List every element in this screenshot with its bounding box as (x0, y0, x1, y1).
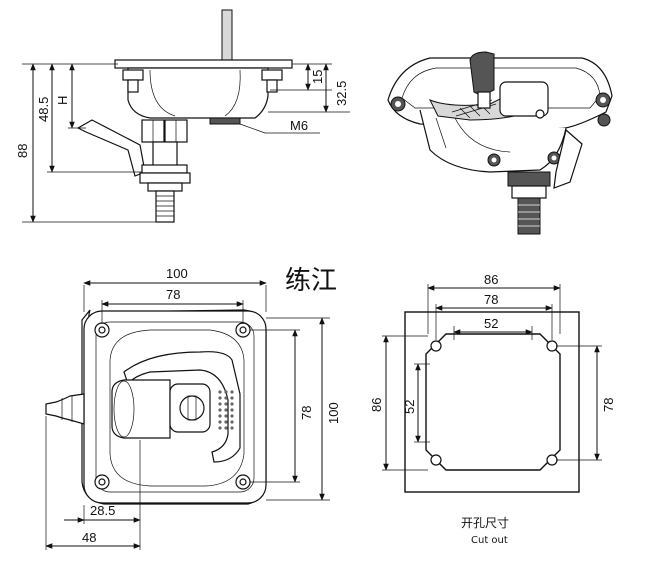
key-shaft (221, 9, 233, 63)
lock-nut (139, 172, 191, 184)
dim-cutout-hole-w: 78 (484, 292, 498, 307)
front-handle (123, 351, 241, 463)
dim-cutout-outer-w: 86 (484, 272, 498, 287)
cutout-hole-tl (430, 340, 442, 352)
latch-body (127, 67, 269, 119)
iso-nut (507, 171, 551, 187)
front-lever-stub (45, 393, 85, 425)
dim-front-width: 100 (166, 266, 188, 281)
iso-threaded-rod (517, 197, 541, 235)
dim-flange: 15 (310, 70, 325, 84)
dim-total-height: 88 (15, 144, 30, 158)
brand-label: 练江 (285, 266, 337, 296)
flange-screw-right (261, 69, 283, 93)
front-view: 100 78 78 100 28.5 48 (45, 266, 341, 550)
dim-h: H (55, 96, 70, 105)
iso-bracket (553, 128, 583, 189)
flange-screw-left (122, 69, 144, 93)
cutout-caption-cn: 开孔尺寸 (461, 516, 509, 530)
bracket-arm (76, 119, 146, 177)
cutout-hole-br (546, 454, 558, 466)
flange-plate (114, 59, 293, 69)
side-view: 88 48.5 H 15 32.5 M6 (15, 9, 350, 223)
dim-depth: 32.5 (334, 81, 349, 106)
dim-front-handle-offset: 28.5 (90, 503, 115, 518)
cutout-opening (425, 333, 561, 471)
dim-cutout-inner-h: 52 (402, 400, 417, 414)
iso-body (419, 109, 567, 173)
isometric-view (387, 51, 613, 235)
cutout-hole-bl (430, 454, 442, 466)
front-cylinder (111, 379, 171, 439)
front-keyhole (179, 395, 205, 421)
cutout-panel (404, 311, 580, 493)
dim-front-overall-left: 48 (82, 530, 96, 545)
dim-front-height: 100 (326, 402, 341, 424)
iso-cylinder (499, 81, 549, 117)
iso-key (469, 51, 495, 97)
cutout-caption-en: Cut out (471, 535, 508, 546)
dim-cutout-hole-h: 78 (601, 398, 616, 412)
dim-cutout-inner-w: 52 (484, 316, 498, 331)
dim-body-height: 48.5 (36, 97, 51, 122)
cam-plate (209, 117, 241, 125)
front-recess (109, 329, 245, 487)
dim-thread: M6 (290, 118, 308, 133)
front-grip-dots (218, 390, 234, 430)
washer (141, 164, 188, 174)
cutout-hole-tr (546, 340, 558, 352)
dim-front-hole-span-x: 78 (166, 287, 180, 302)
cutout-view: 86 78 52 86 52 78 开孔尺寸 Cut out (369, 272, 616, 546)
threaded-rod (155, 190, 175, 223)
dim-cutout-outer-h: 86 (369, 398, 384, 412)
dim-front-hole-span-y: 78 (299, 406, 314, 420)
